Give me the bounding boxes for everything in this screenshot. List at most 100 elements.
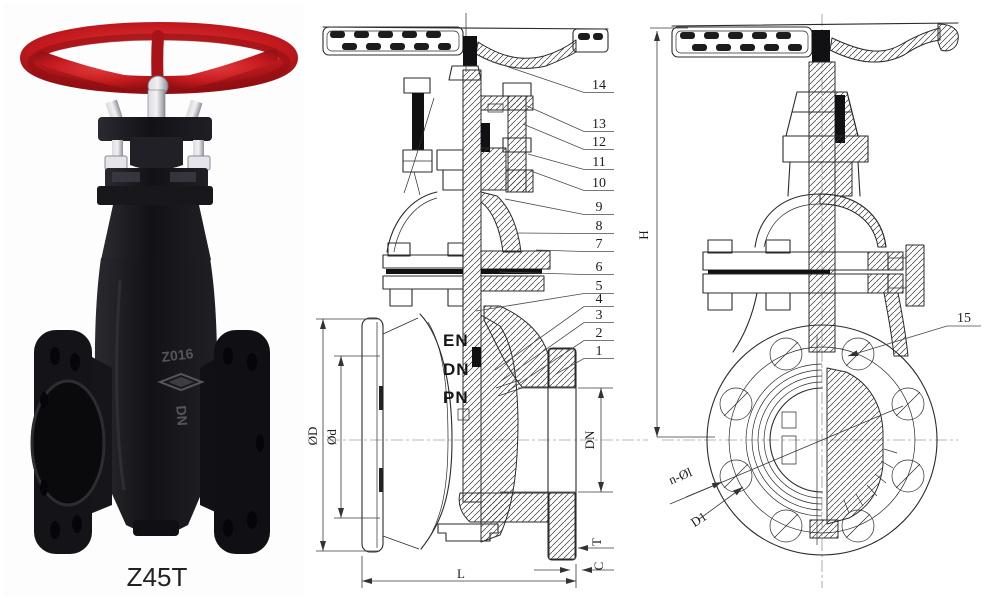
packing	[835, 95, 845, 143]
callout-4: 4	[596, 292, 603, 307]
side-stem-stack	[782, 61, 869, 353]
dim-bore: DN	[582, 430, 597, 449]
left-flange-bore	[32, 381, 104, 505]
wheel-rim-hook	[937, 23, 959, 52]
callout-9: 9	[596, 200, 603, 215]
callout-10: 10	[592, 176, 606, 191]
wedge-disc-section	[480, 314, 519, 543]
photo-stem-yoke	[97, 89, 213, 271]
bonnet-bell	[101, 205, 211, 271]
gasket	[708, 270, 830, 274]
flange-side-view	[361, 317, 384, 553]
callout-2: 2	[596, 326, 603, 341]
seat-rings-arcs	[745, 363, 823, 517]
wheel-grip-slots	[680, 32, 802, 51]
packing-block	[130, 137, 183, 170]
yoke-plate	[98, 117, 212, 141]
bottom-boss-section	[809, 519, 839, 539]
right-flange	[214, 330, 270, 554]
dim-bolt-holes: n-Øl	[666, 464, 694, 487]
body-cast-text: EN DN PN	[443, 331, 470, 421]
callout-3: 3	[596, 308, 603, 323]
photo-cast-markings: Z016 DN	[157, 345, 205, 426]
wheel-spoke	[35, 51, 165, 95]
flange-bolt-head	[387, 242, 411, 257]
valve-body-casting	[94, 258, 217, 535]
disc-slot	[781, 411, 797, 429]
dim-height: H	[636, 230, 651, 239]
flange-face-view	[706, 324, 938, 556]
body-right-section	[458, 305, 577, 561]
side-handwheel	[671, 22, 959, 63]
seat-ring-lines	[495, 379, 523, 397]
callout-12: 12	[592, 135, 606, 150]
gland-assembly	[480, 82, 534, 193]
photo-body	[30, 258, 270, 554]
cotter-pin	[185, 99, 203, 121]
callout-14: 14	[592, 78, 606, 93]
wedge-section	[826, 367, 884, 525]
bonnet-flange-photo	[97, 186, 213, 205]
bonnet	[386, 147, 522, 253]
side-bonnet	[702, 193, 925, 357]
wheel-spoke-section	[475, 39, 577, 69]
brand-diamond-logo	[157, 372, 205, 392]
body-text-dn: DN	[443, 360, 470, 379]
dim-raised-face-diameter: Ød	[324, 429, 339, 445]
flange-bolt-nut	[389, 288, 413, 307]
callout-13: 13	[592, 117, 606, 132]
dim-raised-face: C	[591, 562, 606, 571]
callout-15: 15	[957, 311, 971, 326]
product-photo: Z016 DN Z45T	[4, 4, 304, 596]
part-callout-15: 15	[847, 311, 981, 357]
section-handwheel	[322, 26, 609, 81]
flange-bolt-head	[707, 239, 733, 254]
callout-5: 5	[596, 279, 603, 294]
wheel-spoke-section	[829, 27, 941, 63]
body-text-en: EN	[443, 331, 469, 350]
body-text-pn: PN	[443, 388, 469, 407]
bonnet-flange	[382, 242, 551, 307]
side-lug	[905, 244, 925, 307]
flange-bolt-nut	[707, 292, 733, 311]
wheel-grip-slots	[330, 31, 451, 50]
valve-stem-section	[808, 61, 836, 353]
callout-1: 1	[596, 344, 603, 359]
cast-size-text: DN	[173, 405, 190, 426]
front-view-dimensions: ØD Ød DN L T C	[305, 318, 614, 588]
stud-nut	[187, 155, 211, 171]
size-placeholder-box	[457, 408, 470, 421]
gasket	[386, 269, 463, 274]
pipe-flange-section	[547, 347, 577, 561]
stem-nut-section	[463, 36, 477, 66]
side-section-view: 15 H n-Øl D1	[636, 14, 981, 588]
flange-outer-circle	[706, 324, 938, 556]
packing-rings	[481, 123, 490, 152]
wheel-spoke	[151, 49, 279, 95]
stud-nut	[104, 155, 128, 171]
cast-model-text: Z016	[161, 345, 195, 365]
dim-bolt-circle: D1	[688, 509, 709, 530]
dim-flange-thickness: T	[589, 538, 604, 546]
cotter-pin	[105, 99, 123, 121]
callout-7: 7	[596, 237, 603, 252]
product-caption: Z45T	[127, 562, 188, 592]
dim-face-to-face: L	[457, 566, 465, 581]
front-section-view: EN DN PN 14 13 12 11 10 9 8 7 6 5	[305, 13, 648, 588]
seat-serrations	[843, 448, 898, 514]
valve-stem-section	[462, 69, 482, 503]
dim-outer-diameter: ØD	[305, 427, 320, 446]
callout-11: 11	[592, 155, 605, 170]
bolt-holes	[719, 337, 925, 543]
disc-guide	[472, 347, 481, 367]
body-left-view	[361, 313, 499, 553]
photo-handwheel	[20, 22, 298, 97]
yoke-bolt-left	[402, 77, 435, 196]
part-callouts: 14 13 12 11 10 9 8 7 6 5 4 3 2	[475, 59, 614, 392]
stem-nut-section	[812, 30, 830, 62]
bottom-boss	[133, 520, 179, 536]
disc-slot	[781, 435, 797, 465]
callout-6: 6	[596, 260, 603, 275]
